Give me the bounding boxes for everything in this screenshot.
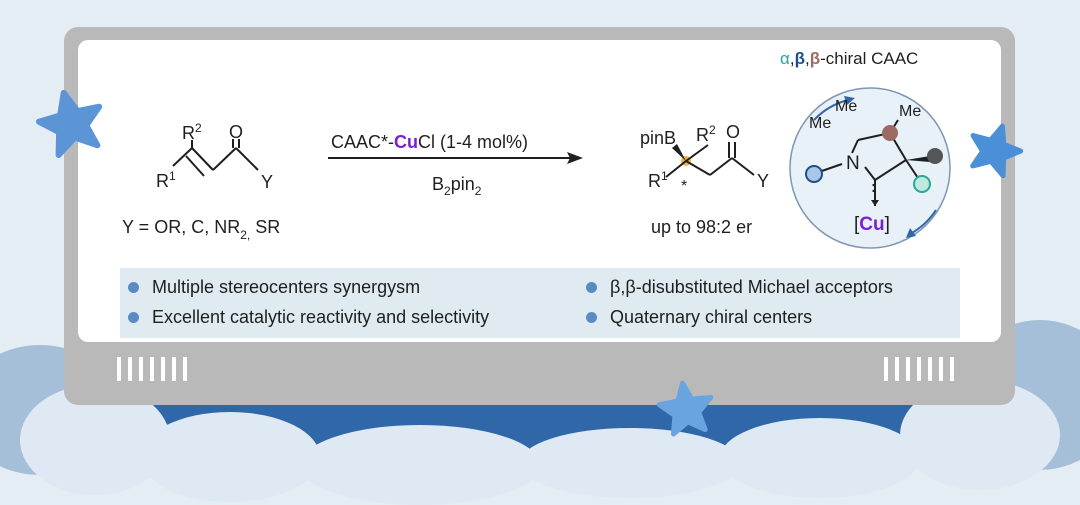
substituent-note: Y = OR, C, NR2, SR: [122, 217, 280, 242]
product-r2: R2: [696, 123, 716, 145]
copper-label: [Cu]: [854, 214, 890, 235]
feature-list: Multiple stereocenters synergysm Excelle…: [120, 268, 960, 338]
vent-grille-left: [117, 357, 187, 381]
bullet-icon: [586, 282, 597, 293]
substrate-oxygen: O: [229, 122, 243, 142]
reagent-label: B2pin2: [432, 174, 482, 198]
feature-text: Quaternary chiral centers: [610, 307, 813, 327]
ligand-me-3: Me: [899, 103, 921, 120]
ligand-title: α,β,β-chiral CAAC: [780, 49, 918, 68]
ligand-me-2: Me: [809, 115, 831, 132]
wedge-bond: [672, 144, 686, 161]
cloud-decoration: [720, 418, 920, 498]
cloud-decoration: [140, 412, 320, 502]
feature-text: Excellent catalytic reactivity and selec…: [152, 307, 490, 327]
feature-text: Multiple stereocenters synergysm: [152, 277, 421, 297]
star-icon: [35, 89, 103, 158]
reaction-scheme: α,β,β-chiral CAAC R2 O R1 Y Y = OR, C, N…: [122, 49, 951, 249]
product-y: Y: [757, 171, 769, 191]
feature-text: β,β-disubstituted Michael acceptors: [610, 277, 893, 297]
product-oxygen: O: [726, 122, 740, 142]
ligand-diagram: Me Me Me N : [Cu]: [789, 87, 951, 249]
star-icon: [656, 380, 714, 437]
ligand-nitrogen: N: [846, 153, 860, 174]
substrate-r1: R1: [156, 169, 176, 191]
product-structure: [665, 142, 755, 178]
bullet-icon: [128, 282, 139, 293]
star-icon: [970, 123, 1024, 178]
feature-item: Excellent catalytic reactivity and selec…: [128, 307, 489, 328]
chiral-asterisk: *: [681, 178, 687, 195]
product-pinb: pinB: [640, 128, 676, 148]
cloud-decoration: [300, 425, 540, 505]
feature-item: β,β-disubstituted Michael acceptors: [586, 277, 893, 298]
vent-grille-right: [884, 357, 954, 381]
feature-item: Quaternary chiral centers: [586, 307, 812, 328]
feature-item: Multiple stereocenters synergysm: [128, 277, 420, 298]
bullet-icon: [586, 312, 597, 323]
reaction-arrow: [328, 152, 583, 164]
catalyst-label: CAAC*-CuCl (1-4 mol%): [331, 132, 528, 152]
bullet-icon: [128, 312, 139, 323]
substrate-r2: R2: [182, 121, 202, 143]
substrate-structure: [172, 139, 259, 177]
product-r1: R1: [648, 169, 668, 191]
ligand-me-1: Me: [835, 98, 857, 115]
er-label: up to 98:2 er: [651, 217, 752, 237]
substrate-y: Y: [261, 172, 273, 192]
carbene-dots: :: [871, 179, 876, 196]
